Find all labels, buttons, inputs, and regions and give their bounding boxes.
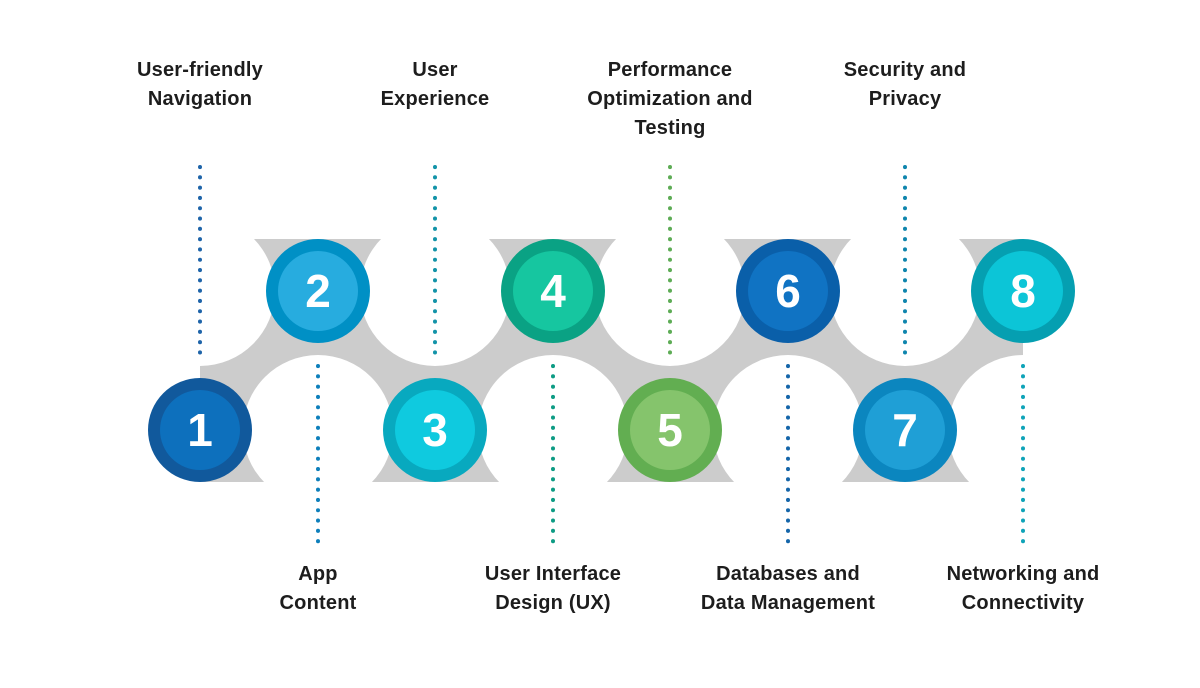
step-number: 4 [540,265,566,317]
step-number: 7 [892,404,918,456]
step-circle-8: 8 [971,239,1075,343]
step-label-3: User Experience [380,59,490,110]
step-number: 2 [305,265,331,317]
step-label-7: Security and Privacy [843,59,967,110]
step-circle-7: 7 [853,378,957,482]
band-notch [948,355,1098,505]
step-circle-fill [983,251,1063,331]
step-circle-fill [278,251,358,331]
step-circle-3: 3 [383,378,487,482]
band-notch [713,355,863,505]
step-label-1: User-friendly Navigation [137,59,263,110]
step-circle-6: 6 [736,239,840,343]
step-circle-1: 1 [148,378,252,482]
band-notch [243,355,393,505]
step-circle-2: 2 [266,239,370,343]
step-circle-5: 5 [618,378,722,482]
timeline-band [125,216,1098,505]
step-label-8: Networking and Connectivity [946,563,1100,614]
step-circle-fill [865,390,945,470]
step-circle-fill [630,390,710,470]
step-circle-fill [513,251,593,331]
step-number: 1 [187,404,213,456]
step-circle-fill [160,390,240,470]
step-number: 3 [422,404,448,456]
step-circle-fill [748,251,828,331]
step-label-2: App Content [279,563,357,614]
step-label-4: User Interface Design (UX) [484,563,622,614]
step-number: 8 [1010,265,1036,317]
step-number: 6 [775,265,801,317]
step-number: 5 [657,404,683,456]
step-label-6: Databases and Data Management [700,563,876,614]
connector-lines [198,165,1025,544]
step-circle-fill [395,390,475,470]
band-notch [478,355,628,505]
step-circle-4: 4 [501,239,605,343]
step-label-5: Performance Optimization and Testing [587,59,753,139]
